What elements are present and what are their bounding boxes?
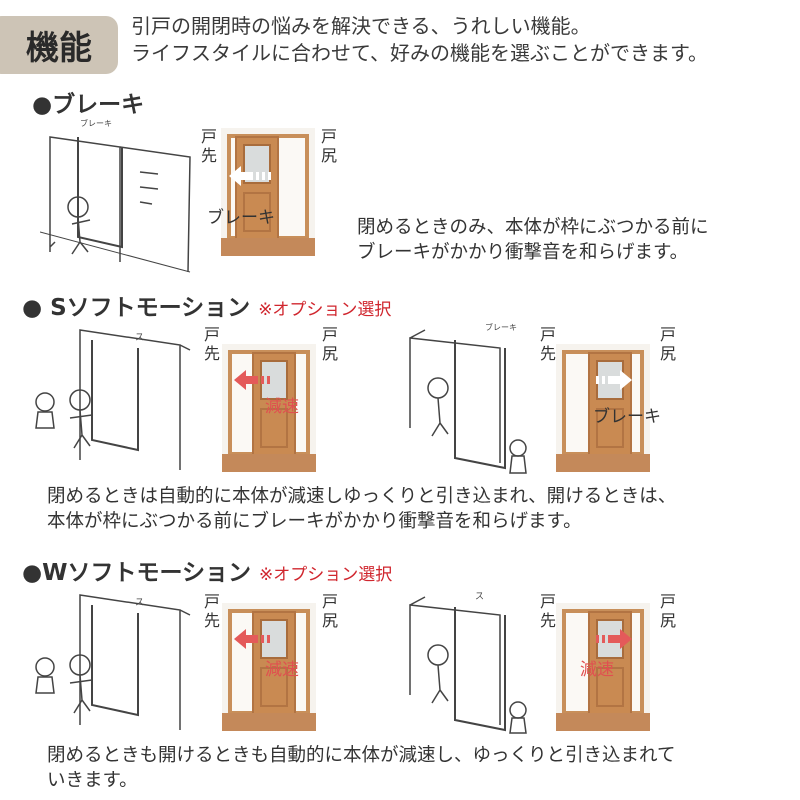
sketch-su-label: ス	[135, 333, 144, 343]
door-photo	[221, 128, 315, 256]
s-soft-sketch-close: ス	[35, 329, 191, 470]
w-soft-sketch-close: ス	[35, 594, 191, 730]
door-photo	[222, 603, 316, 731]
sketch-su-label: ス	[135, 598, 144, 608]
door-tail-label: 戸尻	[660, 325, 677, 363]
w-soft-title: ●Wソフトモーション	[22, 560, 251, 586]
brake-overlay-label: ブレーキ	[207, 208, 275, 228]
arrow-right-icon	[596, 370, 632, 390]
door-photo	[556, 344, 650, 472]
door-tip-label: 戸先	[540, 592, 557, 630]
section-badge: 機能	[0, 16, 118, 74]
arrow-left-icon	[229, 166, 271, 186]
sketch-brake-label: ブレーキ	[80, 118, 112, 128]
door-tip-label: 戸先	[540, 325, 557, 363]
door-tail-label: 戸尻	[322, 325, 339, 363]
door-tip-label: 戸先	[201, 127, 218, 165]
intro-line-2: ライフスタイルに合わせて、好みの機能を選ぶことができます。	[131, 41, 708, 65]
door-photo	[222, 344, 316, 472]
door-tip-label: 戸先	[204, 325, 221, 363]
arrow-right-icon	[596, 629, 632, 649]
slow-overlay-label: 減速	[265, 397, 299, 417]
door-photo	[556, 603, 650, 731]
sketch-su-label: ス	[475, 592, 484, 602]
arrow-left-icon	[234, 370, 270, 390]
brake-description: 閉めるときのみ、本体が枠にぶつかる前に ブレーキがかかり衝撃音を和らげます。	[357, 215, 709, 265]
option-note: ※オプション選択	[258, 300, 392, 320]
brake-heading: ●ブレーキ	[32, 92, 145, 118]
desc-line: 閉めるときは自動的に本体が減速しゆっくりと引き込まれ、開けるときは、	[47, 486, 677, 507]
sketch-brake-label: ブレーキ	[485, 322, 517, 332]
s-soft-description: 閉めるときは自動的に本体が減速しゆっくりと引き込まれ、開けるときは、 本体が枠に…	[47, 484, 676, 534]
desc-line: 閉めるときも開けるときも自動的に本体が減速し、ゆっくりと引き込まれて	[47, 745, 676, 766]
brake-sketch-illustration: ブレーキ	[40, 118, 191, 273]
door-tail-label: 戸尻	[660, 592, 677, 630]
arrow-left-icon	[234, 629, 270, 649]
brake-overlay-label: ブレーキ	[593, 407, 661, 427]
option-note: ※オプション選択	[258, 565, 393, 585]
s-soft-heading: ● Sソフトモーション ※オプション選択	[22, 288, 391, 322]
desc-line: 閉めるときのみ、本体が枠にぶつかる前に	[357, 217, 709, 238]
s-soft-sketch-open: ブレーキ	[409, 322, 527, 474]
door-tip-label: 戸先	[204, 592, 221, 630]
desc-line: 本体が枠にぶつかる前にブレーキがかかり衝撃音を和らげます。	[47, 511, 582, 532]
w-soft-sketch-open: ス	[409, 592, 527, 734]
slow-overlay-label: 減速	[580, 660, 614, 680]
desc-line: ブレーキがかかり衝撃音を和らげます。	[357, 242, 689, 263]
s-soft-title: ● Sソフトモーション	[22, 295, 251, 321]
desc-line: いきます。	[47, 770, 138, 791]
intro-line-1: 引戸の開閉時の悩みを解決できる、うれしい機能。	[131, 14, 591, 38]
w-soft-description: 閉めるときも開けるときも自動的に本体が減速し、ゆっくりと引き込まれて いきます。	[47, 743, 675, 793]
door-tail-label: 戸尻	[321, 127, 338, 165]
slow-overlay-label: 減速	[265, 660, 299, 680]
door-tail-label: 戸尻	[322, 592, 339, 630]
intro-text: 引戸の開閉時の悩みを解決できる、うれしい機能。 ライフスタイルに合わせて、好みの…	[131, 13, 708, 67]
w-soft-heading: ●Wソフトモーション ※オプション選択	[22, 553, 392, 587]
